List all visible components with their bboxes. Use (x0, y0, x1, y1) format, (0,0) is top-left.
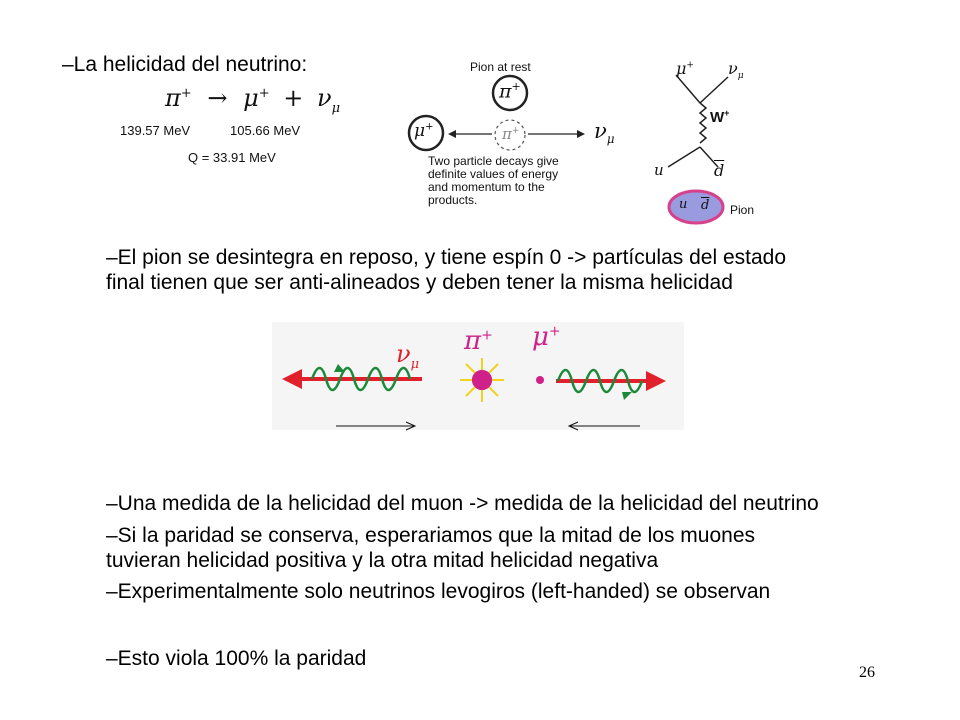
muon-spin-spring (556, 368, 644, 394)
pion-quark-blob (667, 189, 725, 225)
muon-mass: 105.66 MeV (230, 123, 301, 138)
dbar-quark-line (699, 146, 719, 168)
pion-dashed-label: π+ (502, 125, 520, 143)
feynman-diagram: μ+ νμ W+ u d u d Pion (648, 55, 778, 225)
pion-charge: + (180, 86, 192, 101)
pion-mass: 139.57 MeV (120, 123, 191, 138)
muon-arrowhead (646, 371, 666, 391)
bullet-spin-zero-line2: final tienen que ser anti-alineados y de… (106, 271, 733, 294)
blob-d-label: d (701, 198, 710, 213)
w-boson-line (698, 102, 708, 144)
pion-symbol: π (165, 84, 181, 112)
q-value: Q = 33.91 MeV (188, 150, 276, 165)
direction-arrows (336, 421, 640, 431)
helicity-figure: νμ π+ μ+ (272, 322, 684, 430)
neutrino-spin-arrowhead (334, 364, 345, 372)
neutrino-label: νμ (594, 119, 615, 147)
neutrino-arrowhead (282, 369, 302, 389)
bullet-parity-violation: –Esto viola 100% la paridad (106, 647, 367, 670)
bullet-spin-zero: –El pion se desintegra en reposo, y tien… (106, 245, 786, 295)
muon-spin-arrowhead (622, 392, 632, 400)
decay-caption: Two particle decays give definite values… (428, 154, 559, 207)
helicity-graphic (282, 358, 666, 402)
neutrino-line (699, 76, 729, 104)
pion-rest-graphic (407, 74, 585, 152)
bullet-parity-conserved: –Si la paridad se conserva, esperariamos… (106, 523, 755, 573)
u-quark-line (667, 146, 701, 168)
feynman-graphic (667, 74, 729, 225)
pion-circle (491, 74, 529, 112)
pion-rest-diagram: Pion at rest π+ μ+ π+ νμ Two particle de… (400, 55, 640, 225)
neutrino-spin-spring (310, 366, 412, 392)
helicity-neutrino-label: νμ (396, 340, 420, 372)
muon-symbol: μ (243, 84, 259, 112)
bullet-muon-measure: –Una medida de la helicidad del muon -> … (106, 492, 819, 515)
blob-u-label: u (679, 197, 688, 212)
muon-circle-label: μ+ (414, 121, 434, 141)
muon-line (675, 74, 701, 104)
feynman-u-label: u (654, 161, 664, 179)
muon-charge: + (258, 86, 270, 101)
bullet-parity-line1: –Si la paridad se conserva, esperariamos… (106, 524, 756, 547)
muon-dot (536, 376, 544, 384)
muon-arrowhead (448, 130, 456, 138)
feynman-neutrino-label: νμ (728, 59, 744, 82)
neutrino-flavor: μ (331, 100, 341, 116)
helicity-muon-label: μ+ (532, 322, 561, 352)
decay-equation-figure: π+ → μ+ + νμ 139.57 MeV 105.66 MeV Q = 3… (115, 80, 375, 170)
pion-circle-label: π+ (499, 80, 521, 103)
plus-sign: + (283, 84, 304, 112)
decay-arrow: → (207, 84, 228, 112)
feynman-dbar-label: d (714, 161, 725, 180)
bullet-left-handed: –Experimentalmente solo neutrinos levogi… (106, 580, 771, 603)
decay-equation: π+ → μ+ + νμ (165, 84, 340, 116)
neutrino-symbol: ν (316, 84, 332, 112)
muon-circle (407, 114, 445, 152)
bullet-parity-line2: tuvieran helicidad positiva y la otra mi… (106, 549, 659, 572)
bullet-spin-zero-line1: –El pion se desintegra en reposo, y tien… (106, 246, 787, 269)
pion-rest-label: Pion at rest (470, 60, 531, 74)
feynman-muon-label: μ+ (676, 59, 694, 78)
neutrino-arrowhead (577, 130, 585, 138)
helicity-pion-label: π+ (464, 326, 493, 356)
page-number: 26 (859, 664, 875, 681)
slide-title: –La helicidad del neutrino: (62, 53, 308, 76)
feynman-pion-label: Pion (730, 203, 755, 217)
pion-dashed-circle (494, 119, 526, 151)
pion-sun-icon (460, 358, 504, 402)
feynman-w-label: W+ (710, 108, 730, 126)
